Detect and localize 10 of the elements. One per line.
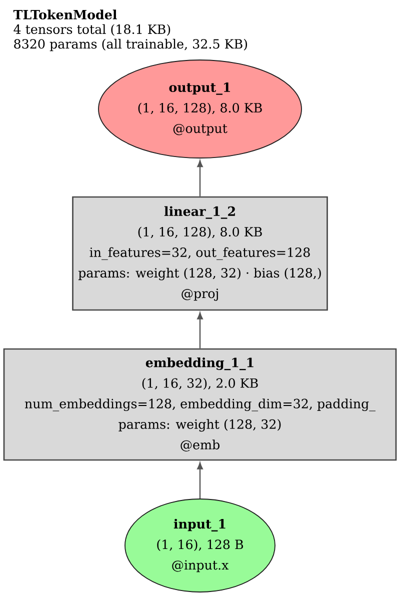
arrow — [197, 462, 203, 499]
title: TLTokenModel — [13, 10, 117, 20]
layer-box: embedding_1_1 (1, 16, 32), 2.0 KB num_embeddings=128, embedding_dim=32, padding_ params: weight (128, 32) @emb — [3, 348, 397, 461]
summary-text: 4 tensors total (18.1 KB) — [14, 24, 170, 36]
ellipse-node: input_1 (1, 16), 128 B @input.x — [124, 498, 276, 592]
layer-box: linear_1_2 (1, 16, 128), 8.0 KB in_features=32, out_features=128 params: weight (128, 32) · bias (128,) @proj — [72, 196, 328, 311]
arrow — [197, 312, 203, 348]
summary-text: 8320 params (all trainable, 32.5 KB) — [14, 38, 248, 52]
arrow — [197, 160, 203, 196]
ellipse-node: output_1 (1, 16, 128), 8.0 KB @output — [98, 60, 302, 158]
